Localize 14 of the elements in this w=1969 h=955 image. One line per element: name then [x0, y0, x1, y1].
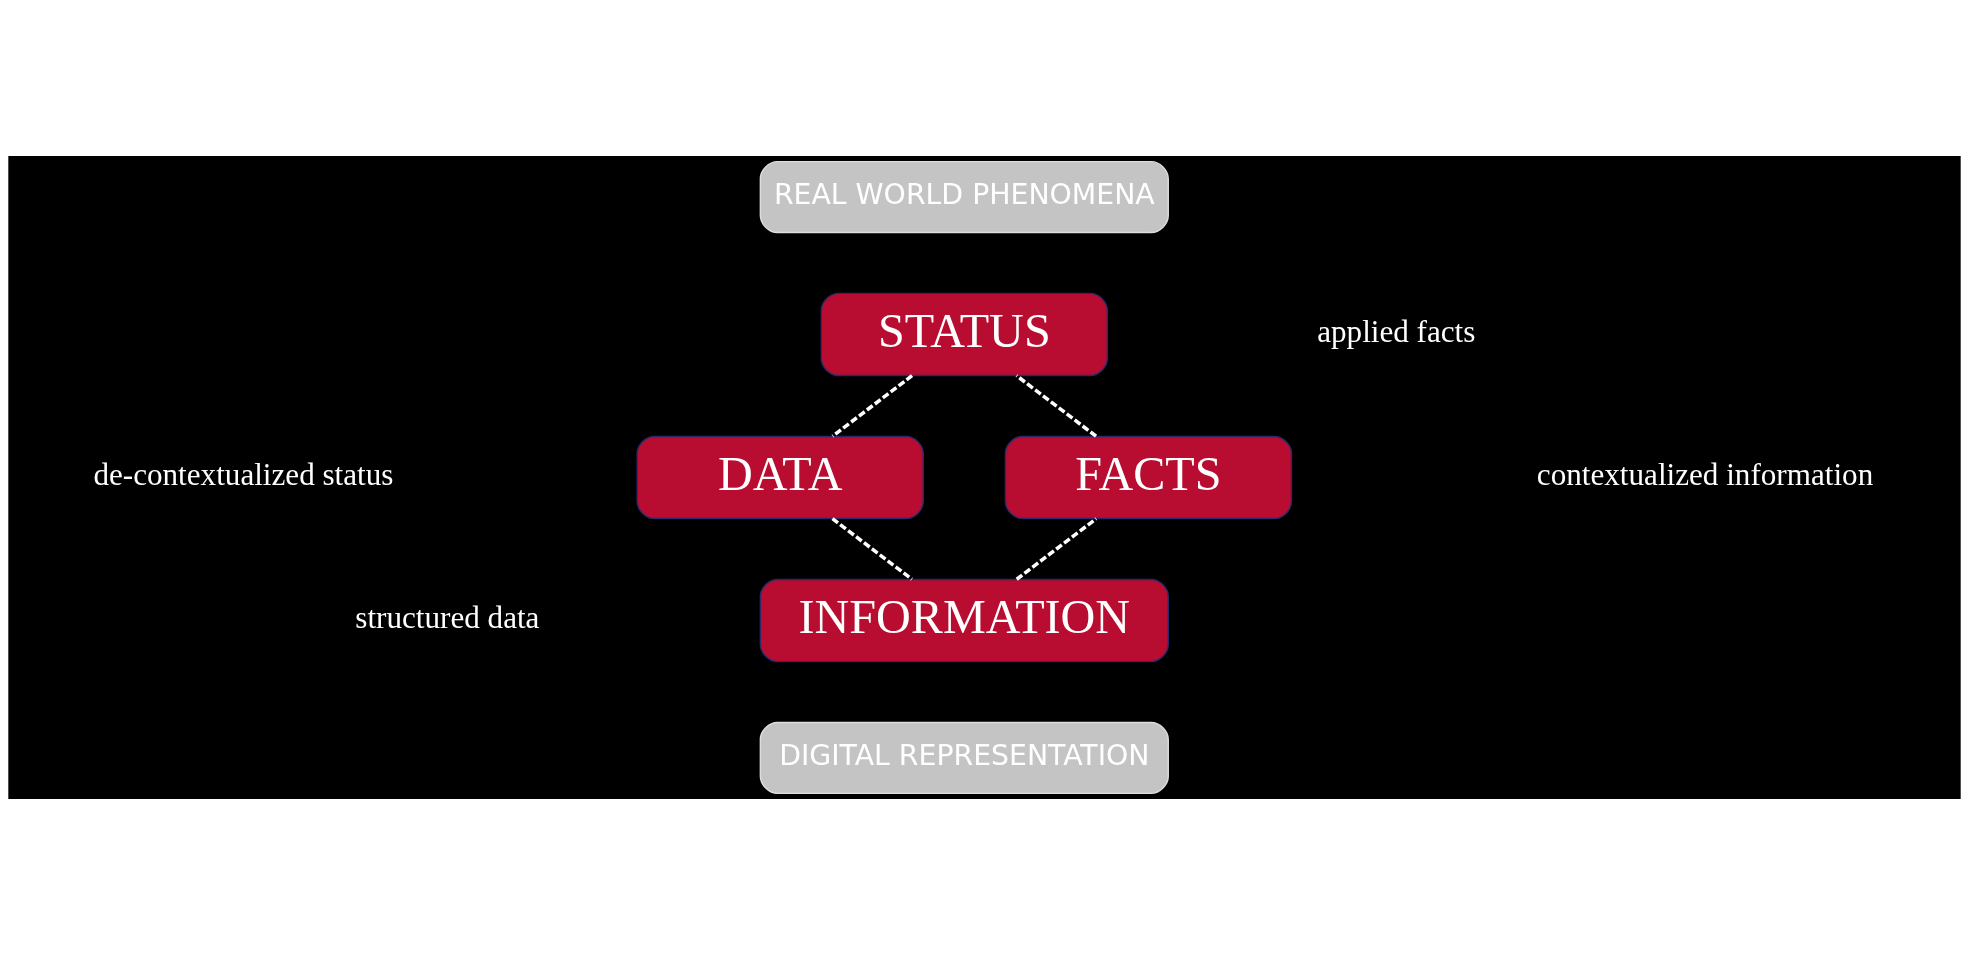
connector: [831, 374, 914, 438]
node-box: DIGITAL REPRESENTATION: [759, 721, 1169, 795]
label: de-contextualized status: [93, 457, 394, 493]
node-box: INFORMATION: [759, 578, 1169, 663]
connector: [831, 517, 913, 581]
node-box: DATA: [636, 435, 924, 520]
label: structured data: [355, 600, 540, 636]
label: applied facts: [1317, 314, 1476, 350]
connector: [1015, 517, 1098, 581]
connector: [1015, 374, 1098, 438]
label: contextualized information: [1536, 457, 1874, 493]
node-box: REAL WORLD PHENOMENA: [759, 160, 1169, 234]
node-box: FACTS: [1004, 435, 1293, 520]
node-box: STATUS: [820, 292, 1109, 377]
